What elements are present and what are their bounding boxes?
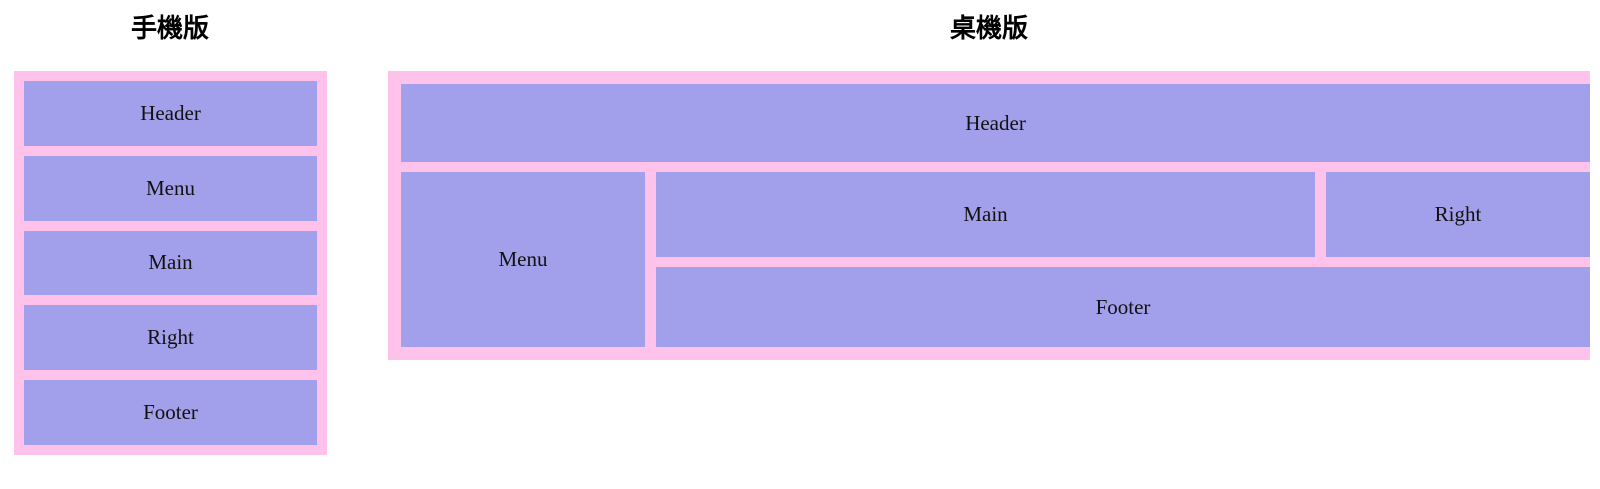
- desktop-block-main: Main: [656, 172, 1315, 257]
- mobile-block-footer: Footer: [24, 380, 317, 445]
- mobile-block-right: Right: [24, 305, 317, 371]
- mobile-layout-title: 手機版: [130, 14, 209, 44]
- desktop-block-menu: Menu: [401, 172, 645, 347]
- desktop-block-header: Header: [401, 84, 1590, 162]
- mobile-block-header: Header: [24, 81, 317, 146]
- mobile-block-main: Main: [24, 230, 317, 296]
- desktop-layout-container: Header Menu Main Right Footer: [388, 71, 1590, 360]
- desktop-block-footer: Footer: [656, 267, 1590, 347]
- desktop-layout-title: 桌機版: [949, 14, 1028, 44]
- desktop-block-right: Right: [1326, 172, 1590, 257]
- mobile-layout-container: Header Menu Main Right Footer: [14, 71, 327, 455]
- mobile-block-menu: Menu: [24, 155, 317, 221]
